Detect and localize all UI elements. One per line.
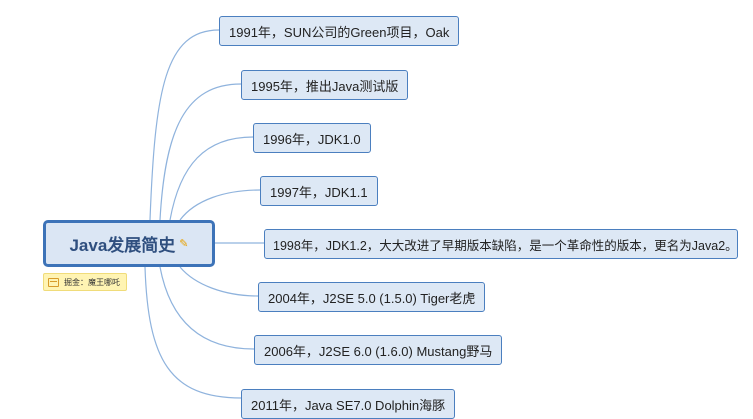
topic-1996-label: 1996年，JDK1.0 [263, 131, 361, 147]
topic-1997-label: 1997年，JDK1.1 [270, 184, 368, 200]
topic-2004[interactable]: 2004年，J2SE 5.0 (1.5.0) Tiger老虎 [258, 282, 486, 312]
connector-1996 [169, 136, 254, 221]
connector-2006 [159, 266, 255, 350]
connector-2004 [179, 266, 259, 297]
connector-1991 [149, 29, 220, 221]
topic-1991-label: 1991年，SUN公司的Green项目，Oak [229, 24, 450, 40]
topic-1991[interactable]: 1991年，SUN公司的Green项目，Oak [219, 16, 460, 46]
label-icon [48, 277, 59, 287]
topic-2004-label: 2004年，J2SE 5.0 (1.5.0) Tiger老虎 [268, 290, 476, 306]
topic-1995[interactable]: 1995年，推出Java测试版 [241, 70, 409, 100]
root-title: Java发展简史 [69, 236, 176, 255]
topic-2006[interactable]: 2006年，J2SE 6.0 (1.6.0) Mustang野马 [254, 335, 503, 365]
topic-1998[interactable]: 1998年，JDK1.2，大大改进了早期版本缺陷，是一个革命性的版本，更名为Ja… [264, 229, 738, 259]
topic-1996[interactable]: 1996年，JDK1.0 [253, 123, 371, 153]
topic-2011-label: 2011年，Java SE7.0 Dolphin海豚 [251, 397, 446, 413]
topic-1995-label: 1995年，推出Java测试版 [251, 78, 399, 94]
topic-1998-label: 1998年，JDK1.2，大大改进了早期版本缺陷，是一个革命性的版本，更名为Ja… [273, 238, 738, 253]
root-topic[interactable]: Java发展简史 ✎ [43, 220, 215, 267]
author-label-text: 掘金：魔王哪吒 [64, 277, 120, 287]
topic-1997[interactable]: 1997年，JDK1.1 [260, 176, 378, 206]
connector-1997 [179, 189, 261, 221]
note-icon[interactable]: ✎ [179, 238, 189, 250]
author-label[interactable]: 掘金：魔王哪吒 [43, 273, 127, 291]
connector-2011 [144, 266, 242, 399]
topic-2011[interactable]: 2011年，Java SE7.0 Dolphin海豚 [241, 389, 456, 419]
topic-2006-label: 2006年，J2SE 6.0 (1.6.0) Mustang野马 [264, 343, 493, 359]
connector-1995 [159, 83, 242, 221]
